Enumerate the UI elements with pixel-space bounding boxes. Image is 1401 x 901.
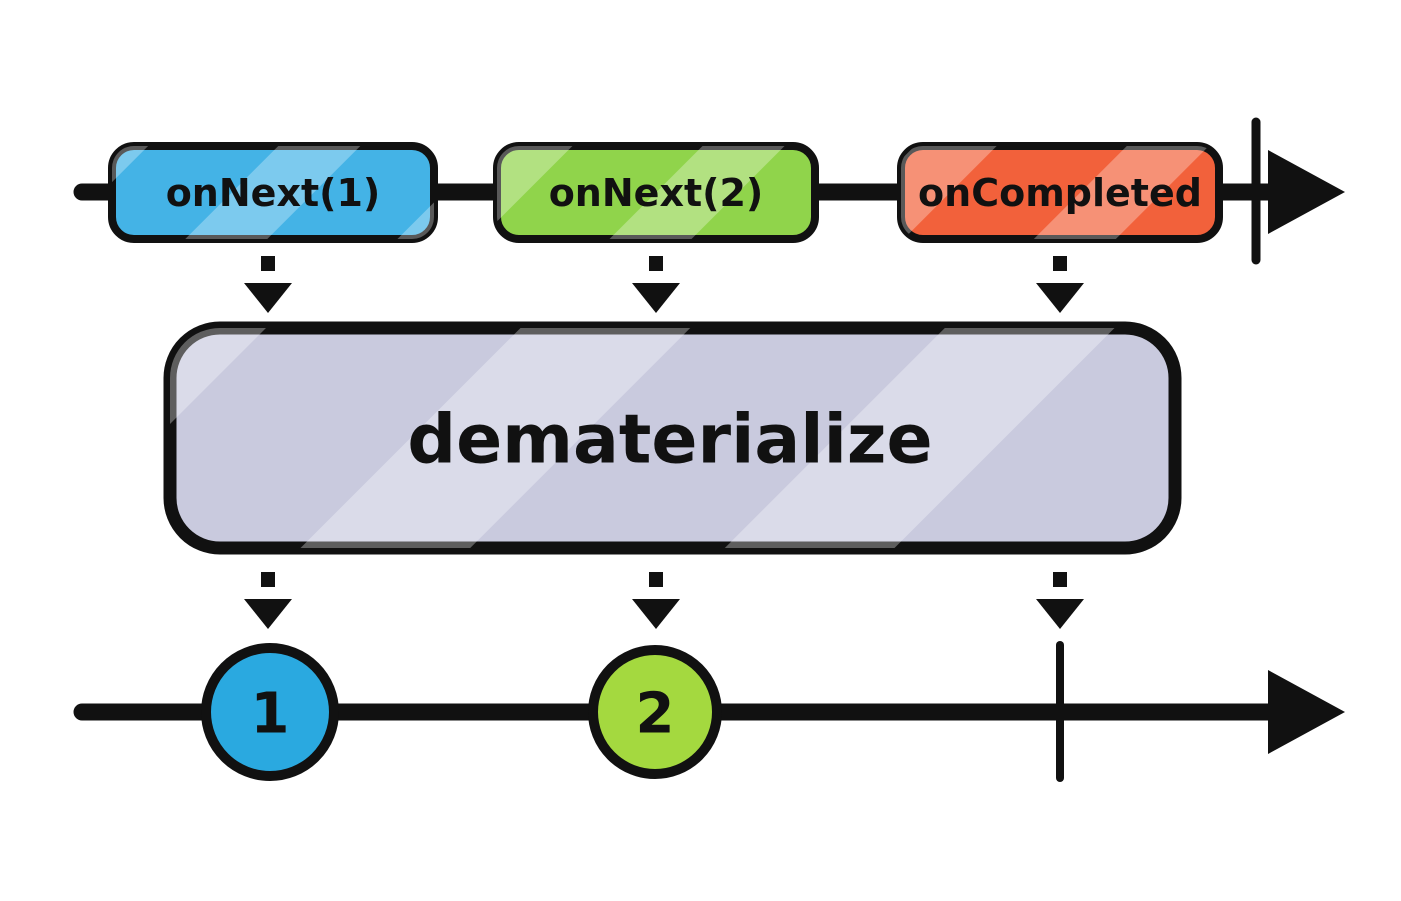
event-label-onnext-1: onNext(1) [166,171,381,215]
operator-box: dematerialize [163,321,1182,555]
marble-2-shape [588,645,722,779]
down-arrow-icon [632,572,680,629]
input-timeline: onNext(1) onNext(2) onCompleted [73,117,1345,265]
marble-1: 1 [201,643,339,781]
operator-box-gloss [170,328,1175,548]
down-arrow-icon [244,256,292,313]
operator-to-output-arrows [244,572,1084,629]
input-to-operator-arrows [244,256,1084,313]
down-arrow-icon [244,572,292,629]
down-arrow-icon [632,256,680,313]
marble-1-shape [201,643,339,781]
down-arrow-icon [1036,572,1084,629]
marble-2-label: 2 [636,682,675,747]
marble-2: 2 [588,645,722,779]
event-box-oncompleted: onCompleted [897,142,1223,243]
event-label-oncompleted: onCompleted [918,171,1202,215]
output-timeline-arrowhead-icon [1268,670,1345,754]
output-timeline: 1 2 [73,641,1345,782]
event-box-onnext-2-gloss [497,146,815,239]
event-box-oncompleted-gloss [901,146,1219,239]
down-arrow-icon [1036,256,1084,313]
event-box-onnext-2: onNext(2) [493,142,819,243]
operator-label: dematerialize [407,401,932,480]
event-box-onnext-1: onNext(1) [108,142,438,243]
event-label-onnext-2: onNext(2) [549,171,764,215]
input-timeline-arrowhead-icon [1268,150,1345,234]
event-box-onnext-1-gloss [112,146,434,239]
marble-1-label: 1 [251,682,290,747]
